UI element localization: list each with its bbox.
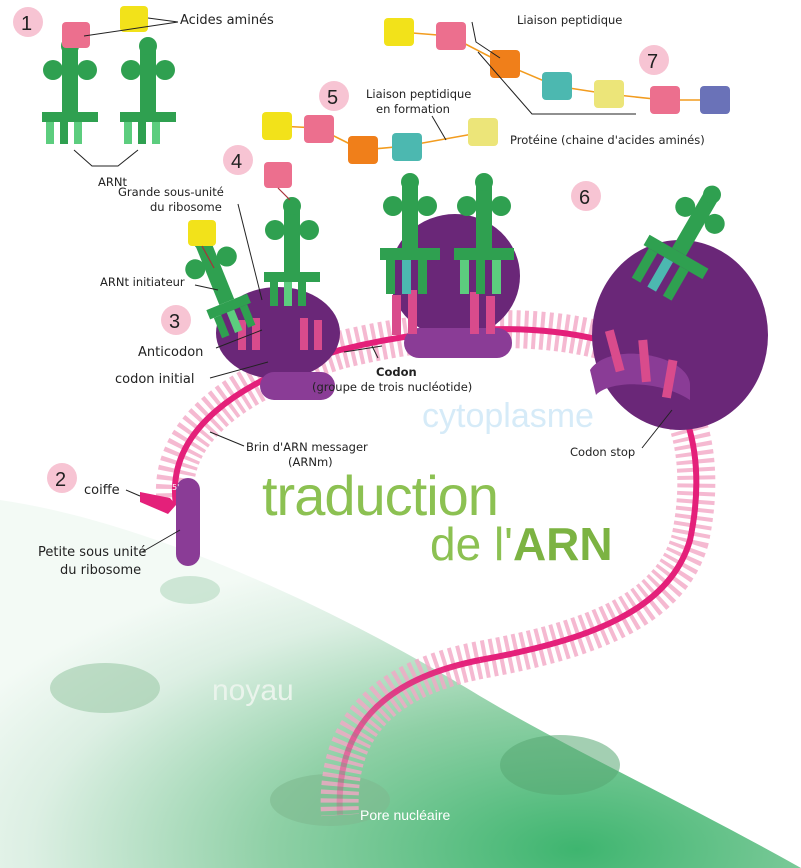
- label-peptide-forming-1: Liaison peptidique: [366, 87, 471, 101]
- label-trna: ARNt: [98, 175, 127, 189]
- amino-acid-yellow: [120, 6, 148, 32]
- label-large-subunit-1: Grande sous-unité: [118, 185, 224, 199]
- label-initiator-trna: ARNt initiateur: [100, 275, 185, 289]
- trna-step6: [631, 173, 740, 301]
- step-6: 6: [579, 187, 590, 209]
- step-1: 1: [21, 13, 32, 35]
- label-small-subunit-2: du ribosome: [60, 563, 141, 578]
- cap-mark: 5': [172, 483, 179, 492]
- label-codon-desc: (groupe de trois nucléotide): [312, 380, 472, 394]
- trna-step4: [264, 197, 320, 306]
- title-line1: traduction: [262, 464, 498, 527]
- title-line2: de l'ARN: [430, 518, 613, 570]
- small-subunit: 5': [140, 478, 200, 566]
- label-anticodon: Anticodon: [138, 345, 203, 360]
- leader-lines: [73, 17, 673, 553]
- trna-free-right: [120, 37, 176, 144]
- step-7: 7: [647, 51, 658, 73]
- amino-acid-step4: [264, 162, 292, 188]
- cytoplasm-label: cytoplasme: [422, 397, 594, 435]
- trna-free-left: [42, 37, 98, 144]
- label-peptide-forming-2: en formation: [376, 102, 450, 116]
- label-stop-codon: Codon stop: [570, 445, 635, 459]
- amino-acids-step1: [62, 6, 148, 48]
- title-line2-bold: ARN: [513, 518, 613, 570]
- label-mrna-2: (ARNm): [288, 455, 333, 469]
- label-small-subunit-1: Petite sous unité: [38, 545, 146, 560]
- trna-initiator: [173, 222, 256, 339]
- step-2: 2: [55, 469, 66, 491]
- peptide-chain-step5: [262, 112, 498, 164]
- nuclear-pore-label: Pore nucléaire: [360, 807, 450, 823]
- title-line2-prefix: de l': [430, 518, 513, 570]
- step-5: 5: [327, 87, 338, 109]
- label-cap: coiffe: [84, 483, 120, 498]
- step-3: 3: [169, 311, 180, 333]
- label-start-codon: codon initial: [115, 372, 194, 387]
- amino-acid-pink: [62, 22, 90, 48]
- label-mrna-1: Brin d'ARN messager: [246, 440, 368, 454]
- label-codon-title: Codon: [376, 365, 417, 379]
- step-4: 4: [231, 151, 242, 173]
- amino-acid-initiator: [188, 220, 216, 246]
- label-amino-acids: Acides aminés: [180, 13, 274, 28]
- nucleus-label: noyau: [212, 674, 294, 707]
- protein-chain-step7: [384, 18, 730, 114]
- trna-middle-right: [454, 173, 514, 294]
- step-markers: 1 2 3 4 5 6 7: [13, 7, 669, 493]
- label-large-subunit-2: du ribosome: [150, 200, 222, 214]
- label-protein: Protéine (chaine d'acides aminés): [510, 133, 705, 147]
- ribosome-stop: [590, 240, 768, 430]
- trna-middle-left: [380, 173, 440, 294]
- label-peptide-bond: Liaison peptidique: [517, 13, 622, 27]
